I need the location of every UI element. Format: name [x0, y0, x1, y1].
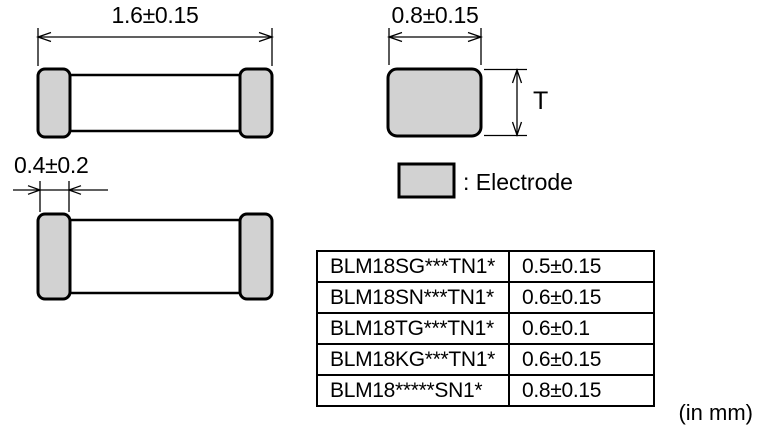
electrode-right [238, 212, 274, 301]
table-row: BLM18TG***TN1* 0.6±0.1 [316, 312, 655, 345]
length-dimension-arrow [36, 28, 274, 66]
part-number-cell: BLM18SG***TN1* [316, 250, 510, 283]
table-row: BLM18SG***TN1* 0.5±0.15 [316, 250, 655, 283]
thickness-dimension-arrow [484, 68, 527, 137]
electrode-width-dimension-arrow [13, 181, 108, 212]
chip-end-view [386, 28, 527, 138]
thickness-cell: 0.6±0.15 [508, 343, 655, 376]
chip-body [52, 218, 260, 295]
table-row: BLM18KG***TN1* 0.6±0.15 [316, 343, 655, 376]
part-number-cell: BLM18KG***TN1* [316, 343, 510, 376]
length-dimension-label: 1.6±0.15 [111, 2, 199, 28]
electrode-right [238, 67, 274, 139]
unit-note: (in mm) [678, 400, 753, 425]
chip-electrode-view [13, 181, 274, 301]
electrode-left [36, 67, 72, 139]
thickness-cell: 0.5±0.15 [508, 250, 655, 283]
thickness-table: BLM18SG***TN1* 0.5±0.15 BLM18SN***TN1* 0… [316, 250, 655, 407]
part-number-cell: BLM18SN***TN1* [316, 281, 510, 314]
part-number-cell: BLM18TG***TN1* [316, 312, 510, 345]
thickness-cell: 0.6±0.1 [508, 312, 655, 345]
thickness-dimension-label: T [533, 87, 549, 115]
thickness-cell: 0.8±0.15 [508, 374, 655, 407]
part-number-cell: BLM18*****SN1* [316, 374, 510, 407]
end-view-body [386, 67, 483, 138]
chip-length-view [36, 28, 274, 139]
table-row: BLM18SN***TN1* 0.6±0.15 [316, 281, 655, 314]
width-dimension-arrow [387, 28, 483, 65]
electrode-left [36, 212, 72, 301]
electrode-legend-label: : Electrode [463, 169, 573, 195]
width-dimension-label: 0.8±0.15 [391, 2, 479, 28]
electrode-width-dimension-label: 0.4±0.2 [14, 152, 89, 178]
thickness-cell: 0.6±0.15 [508, 281, 655, 314]
table-row: BLM18*****SN1* 0.8±0.15 [316, 374, 655, 407]
electrode-legend-swatch [397, 162, 456, 199]
chip-body [52, 73, 260, 133]
